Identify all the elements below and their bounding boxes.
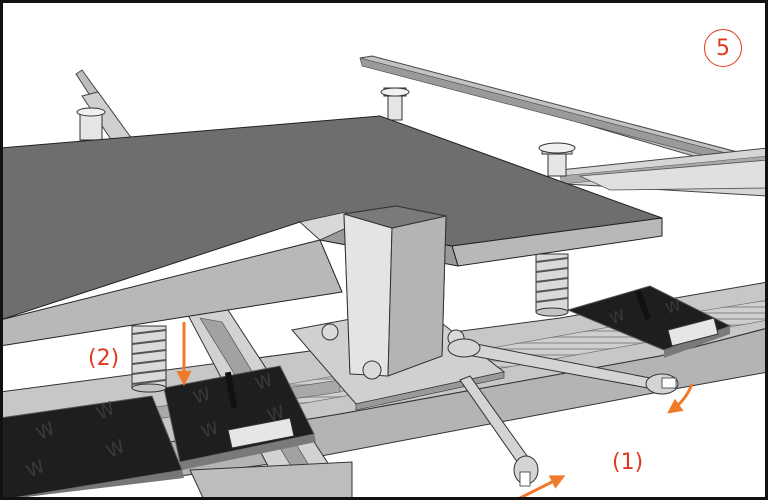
callout-2: (2) xyxy=(88,346,120,371)
post-bracket-icon xyxy=(291,205,506,411)
svg-text:W: W xyxy=(253,370,276,395)
rotation-arrow-icon xyxy=(667,383,694,414)
back-rail-frame xyxy=(359,55,768,197)
screw-jack-icon xyxy=(535,253,569,317)
svg-text:W: W xyxy=(663,296,683,318)
rubber-pad-icon: W W W W xyxy=(0,395,184,500)
open-end-wrench-icon xyxy=(459,375,539,487)
screw-jack-icon xyxy=(131,325,167,393)
rubber-pad-icon: W W xyxy=(566,285,732,358)
deck-board xyxy=(0,115,663,347)
step-number: 5 xyxy=(716,35,730,61)
adjustable-pedestal-icon xyxy=(538,142,576,177)
rubber-pad-icon: W W W W xyxy=(163,365,316,470)
callout-1: (1) xyxy=(612,450,644,475)
svg-text:W: W xyxy=(191,384,214,409)
svg-text:W: W xyxy=(199,418,222,443)
svg-text:W: W xyxy=(607,306,627,328)
open-end-wrench-icon xyxy=(447,338,679,395)
step-number-badge: 5 xyxy=(704,29,742,67)
adjustable-pedestal-icon xyxy=(76,107,106,141)
rotation-arrow-icon xyxy=(519,475,566,500)
adjustable-pedestal-icon xyxy=(380,87,410,121)
